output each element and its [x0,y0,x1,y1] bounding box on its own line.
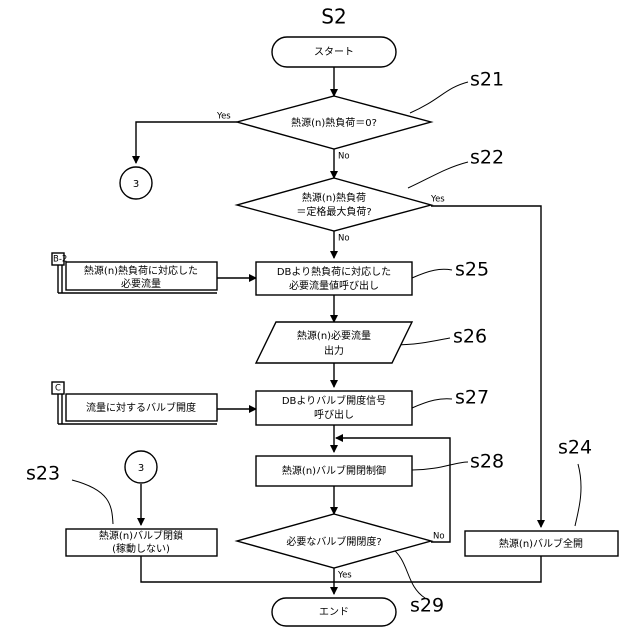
process-s23: 熱源(n)バルブ閉鎖 (稼動しない) [66,529,217,556]
step-label-s21: s21 [470,69,504,91]
input-b2-tag: B-2 [53,255,67,265]
io-s26: 熱源(n)必要流量 出力 [256,322,412,363]
end-label: エンド [319,607,349,618]
io-s26-line1: 熱源(n)必要流量 [297,329,371,342]
step-label-s25: s25 [455,259,489,281]
connector-3-lower: 3 [125,451,157,483]
step-label-s27: s27 [455,387,489,409]
end-terminal: エンド [272,598,396,626]
connector-3-lower-text: 3 [138,463,144,474]
process-s25-line2: 必要流量値呼び出し [289,279,379,292]
decision-s21: 熱源(n)熱負荷＝0? [237,96,431,149]
step-label-s29: s29 [410,595,444,617]
input-c-tag: C [55,384,61,394]
process-s24-text: 熱源(n)バルブ全開 [499,537,583,550]
decision-s22: 熱源(n)熱負荷 ＝定格最大負荷? [237,178,431,231]
process-s28-text: 熱源(n)バルブ開閉制御 [282,464,386,477]
diagram-title: S2 [321,5,346,29]
input-b2-line2: 必要流量 [121,277,161,290]
process-s24: 熱源(n)バルブ全開 [465,531,618,556]
process-s28: 熱源(n)バルブ開閉制御 [256,456,412,486]
step-label-s24: s24 [558,437,592,459]
input-c-text: 流量に対するバルブ開度 [86,401,196,414]
input-b2: B-2 熱源(n)熱負荷に対応した 必要流量 [52,253,217,293]
edge-s21-yes: Yes [216,112,231,122]
connector-3-upper-text: 3 [133,179,139,190]
process-s27-line2: 呼び出し [314,408,354,421]
process-s27-line1: DBよりバルブ開度信号 [282,394,386,407]
edge-s22-yes: Yes [430,195,445,205]
decision-s22-text-line2: ＝定格最大負荷? [296,205,371,218]
process-s25-line1: DBより熱負荷に対応した [277,265,391,278]
input-b2-line1: 熱源(n)熱負荷に対応した [84,264,198,277]
start-terminal: スタート [272,37,396,67]
process-s23-line2: (稼動しない) [112,542,170,555]
edge-s29-no: No [433,532,445,542]
process-s23-line1: 熱源(n)バルブ閉鎖 [99,529,183,542]
step-label-s28: s28 [470,451,504,473]
process-s27: DBよりバルブ開度信号 呼び出し [256,391,412,425]
connector-3-upper: 3 [120,167,152,199]
input-c: C 流量に対するバルブ開度 [52,382,217,424]
edge-s21-no: No [338,152,350,162]
step-label-s23: s23 [26,463,60,485]
process-s25: DBより熱負荷に対応した 必要流量値呼び出し [256,262,412,295]
edge-s29-yes: Yes [337,571,352,581]
start-label: スタート [314,46,354,58]
edge-s22-no: No [338,234,350,244]
step-label-s22: s22 [470,147,504,169]
step-label-s26: s26 [453,326,487,348]
decision-s29-text: 必要なバルブ開閉度? [286,535,381,548]
decision-s21-text: 熱源(n)熱負荷＝0? [291,116,377,129]
io-s26-line2: 出力 [324,344,344,357]
decision-s22-text-line1: 熱源(n)熱負荷 [302,191,366,204]
